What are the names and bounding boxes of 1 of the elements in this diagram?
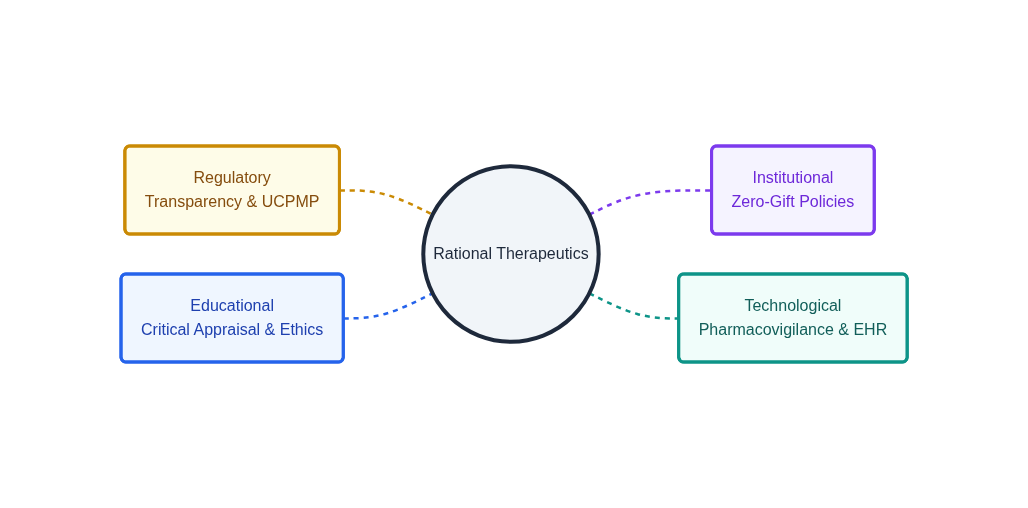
- node-circle: Rational Therapeutics: [421, 164, 601, 344]
